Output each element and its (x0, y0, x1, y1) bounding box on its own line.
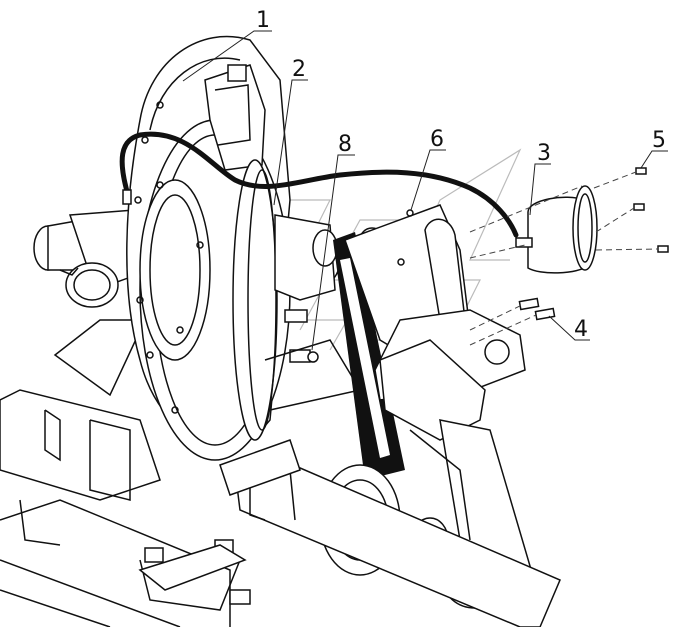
callout-6: 6 (430, 127, 444, 152)
callout-2: 2 (292, 57, 306, 82)
callout-labels: 1 2 3 4 5 6 8 (256, 8, 666, 342)
callout-4: 4 (574, 317, 588, 342)
cross-bar (138, 439, 561, 627)
callout-1: 1 (256, 8, 270, 33)
assembly-guide-lines (469, 171, 659, 346)
leader-lines (182, 30, 668, 351)
callout-5: 5 (652, 128, 666, 153)
sensor-cable (119, 131, 519, 238)
base-frame (0, 389, 251, 627)
shaft-hub (264, 214, 362, 411)
callout-3: 3 (537, 141, 551, 166)
bearing-cap (515, 185, 598, 274)
callout-8: 8 (338, 132, 352, 157)
top-hood (204, 64, 266, 171)
cable-end (122, 189, 132, 205)
